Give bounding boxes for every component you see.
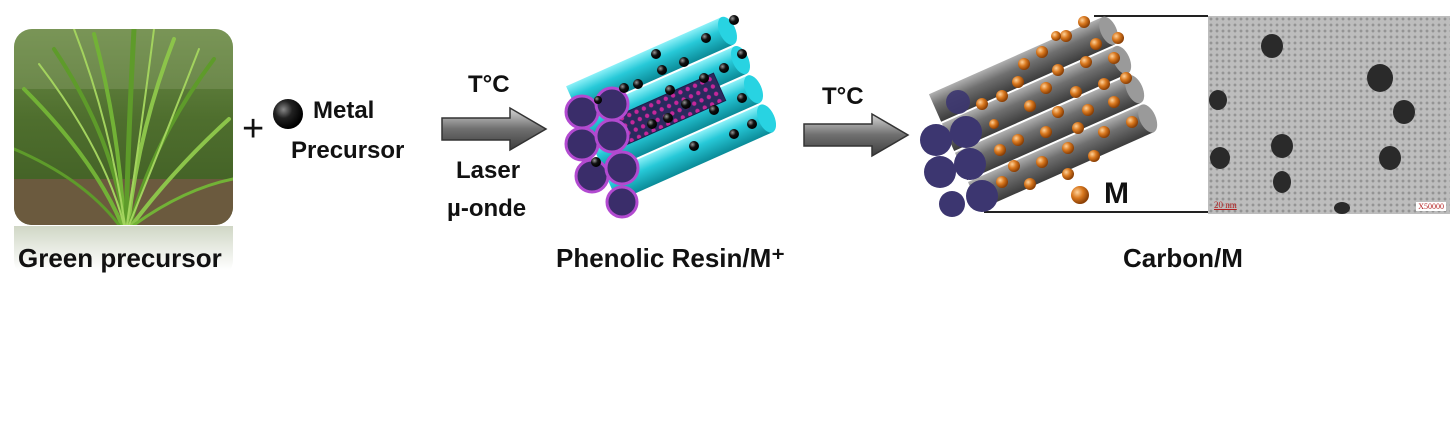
grass-illustration [14,29,233,225]
green-precursor-photo [14,29,233,225]
metal-label: Metal [313,97,375,124]
carbon-metal-label: Carbon/M [1123,243,1243,273]
tem-micrograph: 20 nm X50000 [1208,16,1450,214]
arrow2-temperature-label: T°C [822,83,864,110]
carbon-rods-illustration [920,15,1208,217]
metal-legend-particle-icon [1071,186,1089,204]
precursor-label: Precursor [291,137,405,164]
metal-precursor-particle-icon [273,99,303,129]
phenolic-resin-label: Phenolic Resin/M⁺ [556,243,785,273]
nanoparticle-dots [1209,34,1415,214]
photo-reflection [14,226,233,278]
laser-label: Laser [456,157,521,184]
arrow-right-icon [441,106,548,152]
tem-scale-bar: 20 nm [1214,200,1237,210]
arrow1-temperature-label: T°C [468,71,510,98]
metal-legend-label: M [1104,177,1129,210]
green-precursor-label: Green precursor [18,243,222,273]
arrow-right-icon [803,112,910,158]
plus-sign: + [242,108,265,150]
phenolic-resin-rods-illustration [564,15,776,219]
tem-magnification: X50000 [1416,202,1446,211]
microwave-label: µ-onde [447,195,527,222]
